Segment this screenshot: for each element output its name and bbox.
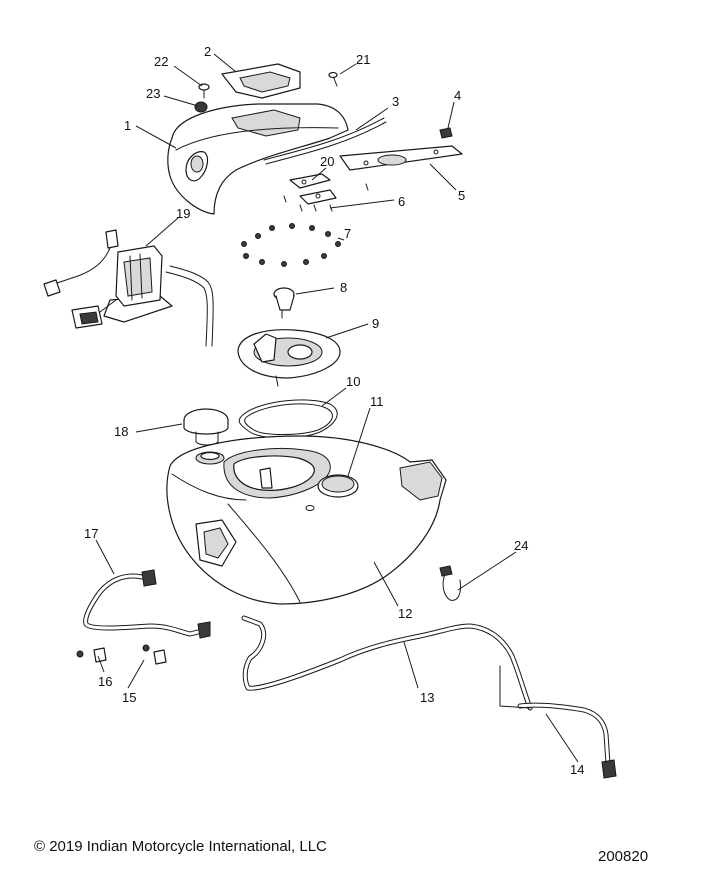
part-19-fuel-pump	[43, 229, 214, 347]
part-2-console-plate	[221, 63, 301, 99]
callout-19: 19	[176, 206, 190, 221]
leader-lines	[95, 53, 579, 763]
part-10-gasket	[238, 399, 338, 439]
part-20-brackets	[289, 173, 337, 205]
callout-11: 11	[370, 394, 384, 409]
callout-20: 20	[320, 154, 334, 169]
part-1-console-cover	[167, 103, 349, 215]
callout-2: 2	[204, 44, 211, 59]
part-14-fuel-line	[499, 665, 617, 779]
callout-1: 1	[124, 118, 131, 133]
part-4-bumper	[439, 127, 453, 139]
drawing-number: 200820	[598, 848, 649, 865]
part-16-clamp	[76, 647, 107, 663]
callout-13: 13	[420, 690, 434, 705]
part-5-bracket	[339, 145, 463, 171]
callout-21: 21	[356, 52, 370, 67]
callout-6: 6	[398, 194, 405, 209]
part-24-clip	[439, 565, 461, 601]
callout-5: 5	[458, 188, 465, 203]
part-17-vent-hose	[83, 569, 211, 639]
callout-7: 7	[344, 226, 351, 241]
part-13-fuel-line	[241, 615, 533, 711]
callout-9: 9	[372, 316, 379, 331]
callout-18: 18	[114, 424, 128, 439]
callout-24: 24	[514, 538, 528, 553]
part-15-fitting	[142, 644, 167, 665]
part-21-screw	[328, 71, 338, 87]
callout-17: 17	[84, 526, 98, 541]
callout-4: 4	[454, 88, 461, 103]
part-8-fuel-sender	[273, 287, 295, 319]
part-18-fuel-cap	[183, 408, 229, 446]
callout-23: 23	[146, 86, 160, 101]
callout-16: 16	[98, 674, 112, 689]
callout-14: 14	[570, 762, 584, 777]
copyright-notice: © 2019 Indian Motorcycle International, …	[34, 838, 327, 855]
part-22-screw	[198, 83, 210, 99]
callout-labels: 1 2 3 4 5 6 7 8 9 10 11 12 13 14 15 16 1…	[84, 44, 584, 777]
callout-12: 12	[398, 606, 412, 621]
part-3-trim-strip	[263, 117, 387, 165]
callout-3: 3	[392, 94, 399, 109]
part-11-pump-cover	[317, 474, 359, 498]
part-9-pump-plate	[237, 329, 341, 387]
part-7-nuts	[241, 223, 341, 267]
callout-8: 8	[340, 280, 347, 295]
part-12-fuel-tank	[166, 435, 447, 605]
callout-10: 10	[346, 374, 360, 389]
callout-22: 22	[154, 54, 168, 69]
part-23-grommet	[194, 101, 208, 113]
callout-15: 15	[122, 690, 136, 705]
